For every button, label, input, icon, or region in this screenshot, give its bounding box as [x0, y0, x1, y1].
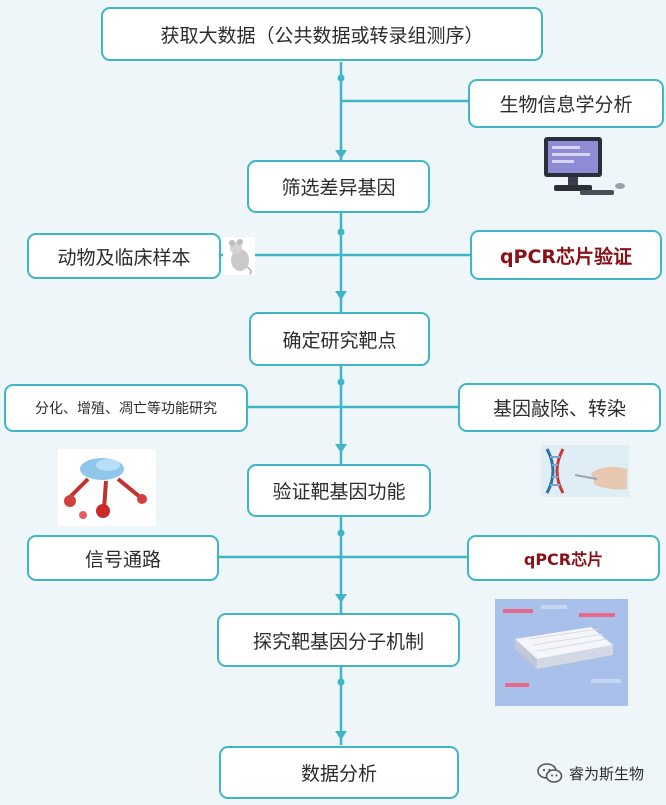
- node-animal-samples-label: 动物及临床样本: [57, 246, 191, 269]
- dot-3: [337, 378, 345, 386]
- arrow-3: [335, 444, 347, 453]
- node-big-data-label: 获取大数据（公共数据或转录组测序）: [160, 24, 484, 47]
- computer-icon: [538, 134, 630, 200]
- node-signaling-label: 信号通路: [84, 548, 161, 571]
- wechat-icon: [537, 763, 563, 783]
- node-knockout: 基因敲除、转染: [458, 383, 661, 432]
- node-bioinfo-label: 生物信息学分析: [499, 94, 633, 116]
- node-functional-label: 分化、增殖、凋亡等功能研究: [35, 401, 217, 417]
- node-big-data: 获取大数据（公共数据或转录组测序）: [101, 7, 543, 61]
- dot-1: [337, 74, 345, 82]
- dna-helix-image: [541, 445, 629, 497]
- node-qpcr-chip: qPCR芯片: [467, 535, 660, 581]
- dot-2: [337, 228, 345, 236]
- node-target: 确定研究靶点: [249, 312, 430, 366]
- node-analysis: 数据分析: [219, 746, 459, 799]
- node-analysis-label: 数据分析: [300, 763, 377, 785]
- node-verify-function: 验证靶基因功能: [247, 464, 431, 517]
- arrow-5: [335, 731, 347, 740]
- signaling-diagram-image: [58, 449, 156, 526]
- footer-brand-label: 睿为斯生物: [568, 764, 644, 783]
- node-screen-genes: 筛选差异基因: [247, 160, 430, 213]
- node-animal-samples: 动物及临床样本: [27, 233, 221, 279]
- node-mechanism: 探究靶基因分子机制: [217, 613, 460, 667]
- pcr-chip-image: [495, 599, 628, 706]
- node-qpcr-validate: qPCR芯片验证: [470, 230, 662, 280]
- arrow-2: [335, 291, 347, 300]
- node-bioinfo: 生物信息学分析: [468, 79, 664, 128]
- footer-brand: 睿为斯生物: [537, 762, 644, 784]
- dot-4: [337, 529, 345, 537]
- node-verify-function-label: 验证靶基因功能: [272, 481, 406, 503]
- arrow-4: [335, 594, 347, 603]
- dot-5: [337, 678, 345, 686]
- mouse-icon: [223, 237, 255, 275]
- node-screen-genes-label: 筛选差异基因: [281, 177, 396, 199]
- node-mechanism-label: 探究靶基因分子机制: [252, 630, 424, 653]
- node-qpcr-validate-label: qPCR芯片验证: [499, 245, 633, 268]
- node-functional: 分化、增殖、凋亡等功能研究: [4, 384, 248, 432]
- node-signaling: 信号通路: [27, 535, 219, 581]
- node-knockout-label: 基因敲除、转染: [492, 398, 626, 420]
- arrow-1: [335, 150, 347, 159]
- node-target-label: 确定研究靶点: [282, 329, 397, 352]
- node-qpcr-chip-label: qPCR芯片: [523, 550, 604, 569]
